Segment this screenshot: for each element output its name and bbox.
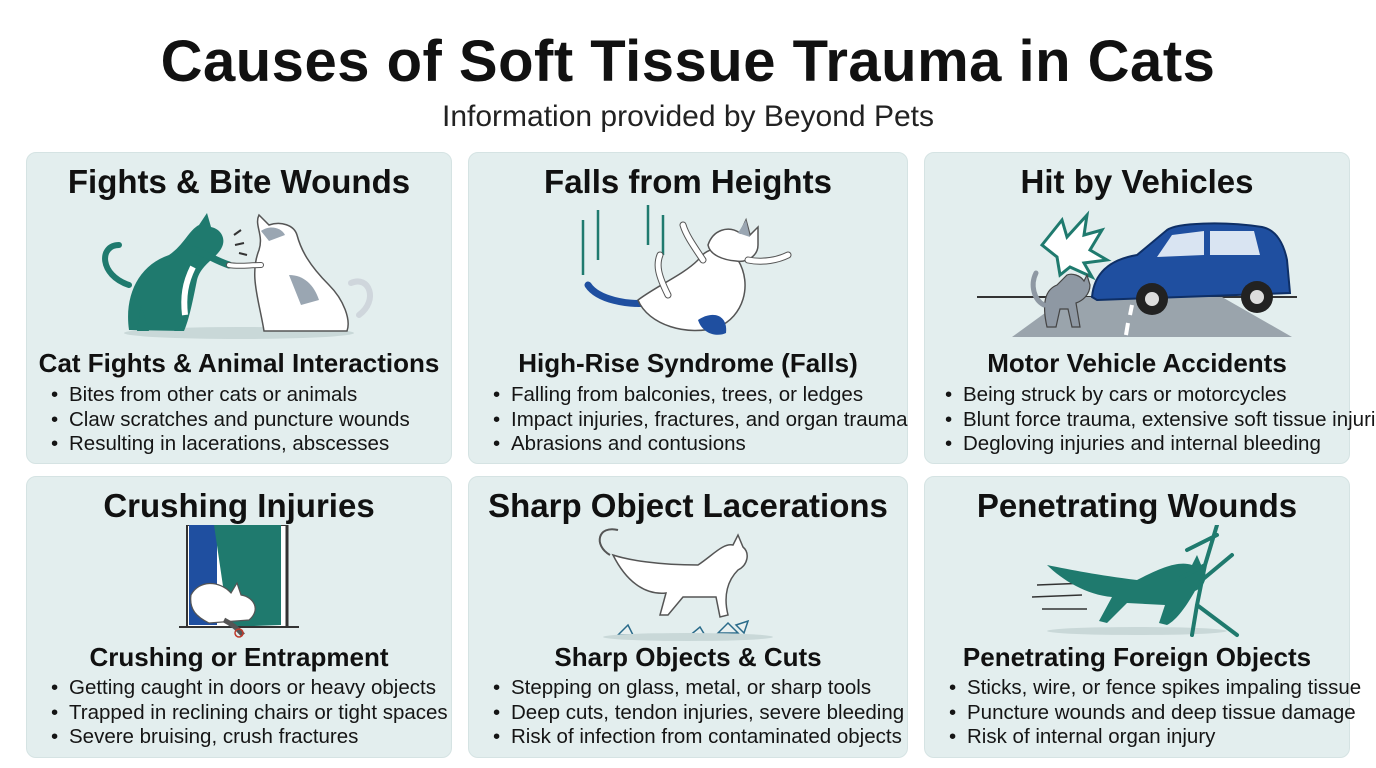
page-subtitle: Information provided by Beyond Pets <box>442 100 934 133</box>
card-crushing-injuries: Crushing Injuries Crushing or Entrapment… <box>26 476 452 758</box>
bullet-list: Falling from balconies, trees, or ledges… <box>493 383 908 457</box>
list-item: Trapped in reclining chairs or tight spa… <box>51 701 448 726</box>
list-item: Getting caught in doors or heavy objects <box>51 676 448 701</box>
card-title: Falls from Heights <box>544 163 832 200</box>
falling-cat-icon <box>469 205 907 343</box>
card-title: Sharp Object Lacerations <box>488 487 888 524</box>
list-item: Abrasions and contusions <box>493 432 908 457</box>
card-subhead: Crushing or Entrapment <box>89 642 389 672</box>
bullet-list: Being struck by cars or motorcycles Blun… <box>945 383 1376 457</box>
list-item: Deep cuts, tendon injuries, severe bleed… <box>493 701 904 726</box>
fighting-cats-icon <box>27 205 451 343</box>
card-subhead: High-Rise Syndrome (Falls) <box>518 348 858 378</box>
list-item: Impact injuries, fractures, and organ tr… <box>493 408 908 433</box>
list-item: Claw scratches and puncture wounds <box>51 408 410 433</box>
card-title: Hit by Vehicles <box>1020 163 1254 200</box>
bullet-list: Getting caught in doors or heavy objects… <box>51 676 448 750</box>
list-item: Severe bruising, crush fractures <box>51 725 448 750</box>
door-crush-icon <box>27 525 451 645</box>
card-title: Penetrating Wounds <box>976 487 1298 524</box>
page-title: Causes of Soft Tissue Trauma in Cats <box>160 29 1216 94</box>
list-item: Bites from other cats or animals <box>51 383 410 408</box>
list-item: Sticks, wire, or fence spikes impaling t… <box>949 676 1361 701</box>
card-subhead: Penetrating Foreign Objects <box>962 642 1312 672</box>
list-item: Falling from balconies, trees, or ledges <box>493 383 908 408</box>
list-item: Stepping on glass, metal, or sharp tools <box>493 676 904 701</box>
card-penetrating-wounds: Penetrating Wounds Penetrating Foreign O… <box>924 476 1361 758</box>
broken-glass-cat-icon <box>469 525 907 645</box>
list-item: Degloving injuries and internal bleeding <box>945 432 1376 457</box>
card-subhead: Sharp Objects & Cuts <box>554 642 822 672</box>
bullet-list: Stepping on glass, metal, or sharp tools… <box>493 676 904 750</box>
list-item: Resulting in lacerations, abscesses <box>51 432 410 457</box>
list-item: Risk of infection from contaminated obje… <box>493 725 904 750</box>
card-subhead: Motor Vehicle Accidents <box>987 348 1287 378</box>
list-item: Blunt force trauma, extensive soft tissu… <box>945 408 1376 433</box>
bullet-list: Sticks, wire, or fence spikes impaling t… <box>949 676 1361 750</box>
card-hit-by-vehicles: Hit by Vehicles Motor Vehicle Accidents … <box>924 152 1376 464</box>
list-item: Puncture wounds and deep tissue damage <box>949 701 1361 726</box>
list-item: Risk of internal organ injury <box>949 725 1361 750</box>
branch-impale-icon <box>925 525 1349 645</box>
card-sharp-object-lacerations: Sharp Object Lacerations Sharp Objects &… <box>468 476 908 758</box>
card-falls-from-heights: Falls from Heights High-Rise Syndrome (F… <box>468 152 908 464</box>
card-title: Crushing Injuries <box>103 487 375 524</box>
car-impact-icon <box>925 205 1349 343</box>
card-subhead: Cat Fights & Animal Interactions <box>38 348 440 378</box>
card-title: Fights & Bite Wounds <box>67 163 411 200</box>
card-fights-bite-wounds: Fights & Bite Wounds Cat Fights & Animal… <box>26 152 452 464</box>
bullet-list: Bites from other cats or animals Claw sc… <box>51 383 410 457</box>
list-item: Being struck by cars or motorcycles <box>945 383 1376 408</box>
